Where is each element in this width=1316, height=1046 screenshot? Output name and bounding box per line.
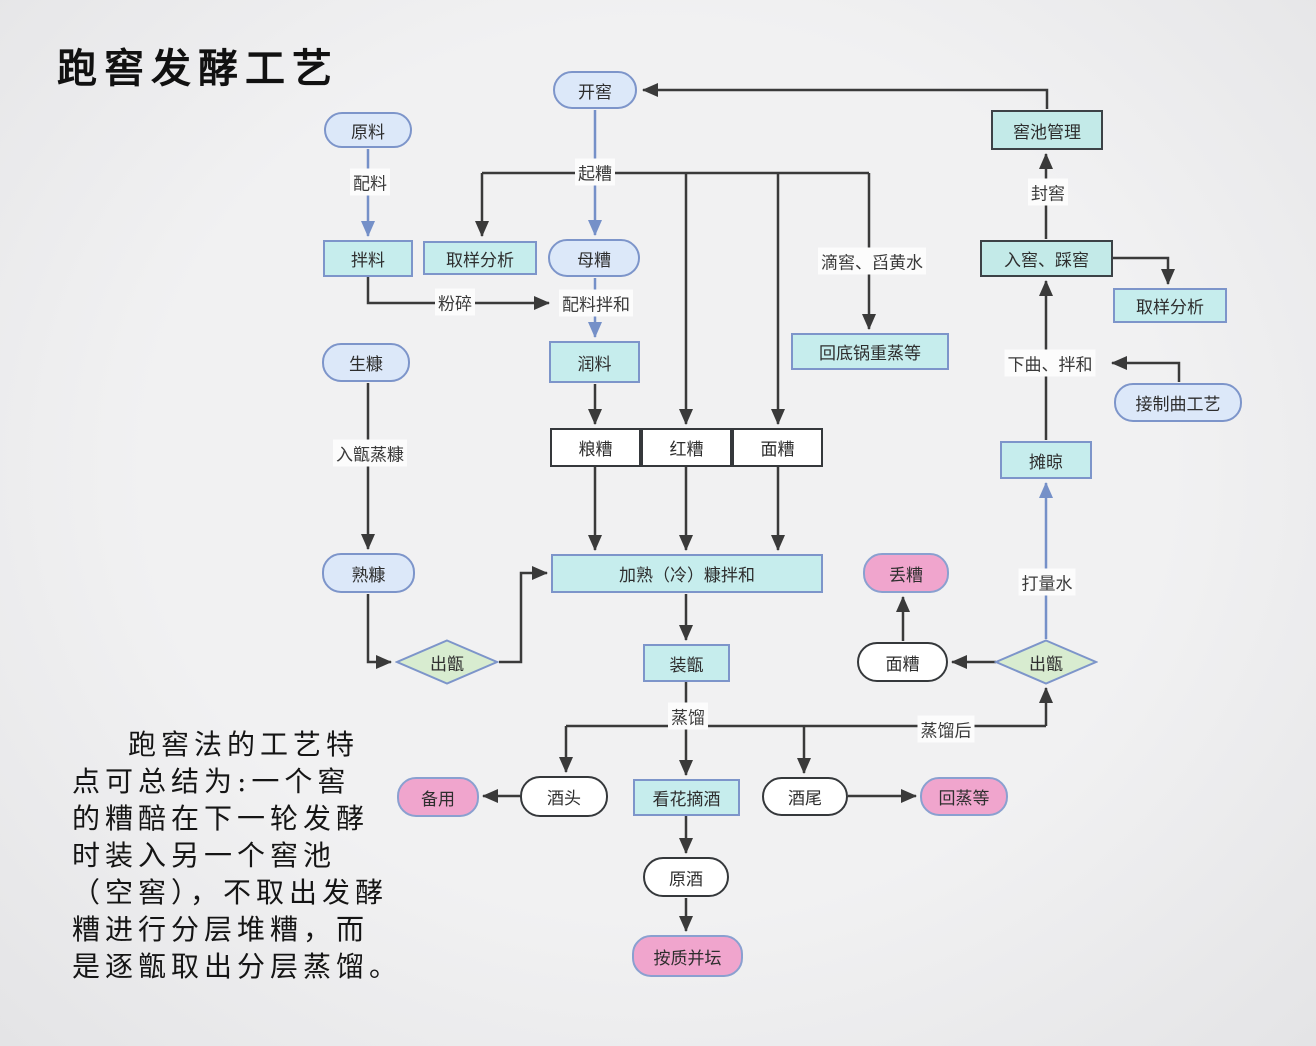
edge-label-ruzhen-zhengkang: 入甑蒸糠 — [333, 439, 407, 467]
node-mianzao-right-label: 面糟 — [885, 654, 920, 674]
edge-label-dijiao: 滴窖、舀黄水 — [818, 247, 926, 275]
edge-label-daliangshui: 打量水 — [1018, 568, 1076, 596]
node-banliao: 拌料 — [323, 240, 413, 277]
note-paragraph: 跑窖法的工艺特 点可总结为:一个窖 的糟醅在下一轮发酵 时装入另一个窖池 （空窖… — [72, 728, 403, 983]
node-kaijiao: 开窖 — [553, 71, 637, 109]
node-huizheng-label: 回蒸等 — [938, 789, 990, 808]
node-yuanjiu: 原酒 — [643, 857, 729, 897]
node-yuanliao-label: 原料 — [351, 122, 385, 142]
node-zhuangzhen: 装甑 — [643, 644, 730, 682]
node-quyang-right-label: 取样分析 — [1136, 298, 1204, 317]
node-jiuwei: 酒尾 — [762, 777, 848, 816]
node-mucao: 母糟 — [548, 239, 640, 277]
node-tanliang-label: 摊晾 — [1029, 452, 1063, 472]
node-kaijiao-label: 开窖 — [578, 82, 612, 102]
edge-label-peiliao: 配料 — [350, 168, 390, 196]
edge-label-zhengliu-hou: 蒸馏后 — [917, 715, 975, 743]
edge-label-zhengliu: 蒸馏 — [668, 702, 708, 730]
node-mianzao-right: 面糟 — [857, 642, 948, 682]
node-shukang: 熟糠 — [322, 553, 415, 593]
edge-banliao-peiliaobanhe — [366, 277, 550, 310]
edge-label-qizao: 起糟 — [575, 158, 615, 186]
node-jiezhiqu: 接制曲工艺 — [1114, 383, 1242, 422]
node-rujiao-caijiao: 入窖、踩窖 — [980, 240, 1113, 277]
node-shukang-label: 熟糠 — [351, 565, 386, 585]
node-huizheng: 回蒸等 — [920, 777, 1008, 816]
node-hongzao-label: 红糟 — [669, 440, 704, 459]
node-chuzhen-right-label: 出甑 — [1029, 654, 1063, 674]
edge-label-xiaqu-banhe: 下曲、拌和 — [1004, 349, 1096, 377]
page-title: 跑窖发酵工艺 — [57, 45, 339, 92]
node-liangzao-label: 粮糟 — [578, 440, 613, 459]
node-kanhua-label: 看花摘酒 — [652, 790, 721, 809]
edge-rujiao-quyangR — [1113, 256, 1175, 285]
node-huidiguo: 回底锅重蒸等 — [791, 333, 949, 370]
diamond-shape — [994, 639, 1098, 685]
diamond-shape — [395, 639, 499, 685]
edge-chuzhenL-jiashu — [499, 566, 548, 664]
node-beiyong: 备用 — [397, 777, 479, 817]
node-tanliang: 摊晾 — [1000, 441, 1092, 479]
node-mucao-label: 母糟 — [577, 250, 611, 270]
node-runliao-label: 润料 — [577, 354, 612, 374]
node-diuzao: 丢糟 — [863, 553, 949, 593]
node-chuzhen-right: 出甑 — [994, 639, 1098, 685]
node-shengkang-label: 生糠 — [349, 355, 383, 374]
edge-jiezhiqu-xiaqu — [1111, 356, 1181, 382]
node-jiashu: 加熟（冷）糠拌和 — [551, 554, 823, 593]
node-quyang-left-label: 取样分析 — [446, 250, 514, 270]
node-yuanliao: 原料 — [324, 112, 412, 148]
node-anzhi-label: 按质并坛 — [653, 948, 722, 968]
edge-label-fensui: 粉碎 — [435, 288, 475, 316]
node-chuzhen-left: 出甑 — [395, 639, 499, 685]
node-kanhua: 看花摘酒 — [633, 779, 740, 816]
node-rujiao-caijiao-label: 入窖、踩窖 — [1004, 251, 1089, 270]
node-hongzao: 红糟 — [641, 428, 732, 467]
node-jiashu-label: 加熟（冷）糠拌和 — [619, 566, 755, 585]
node-runliao: 润料 — [549, 341, 640, 383]
node-huidiguo-label: 回底锅重蒸等 — [819, 344, 921, 363]
node-jiutou: 酒头 — [520, 776, 608, 817]
node-jiaochi-guanli-label: 窖池管理 — [1013, 122, 1081, 142]
node-diuzao-label: 丢糟 — [889, 565, 923, 585]
edge-jiaochi-kaijiao — [642, 83, 1049, 109]
edge-shukang-chuzhenL — [366, 594, 392, 669]
edge-label-peiliao-banhe: 配料拌和 — [559, 289, 633, 317]
node-anzhi: 按质并坛 — [632, 935, 743, 977]
node-quyang-left: 取样分析 — [423, 241, 537, 275]
node-jiezhiqu-label: 接制曲工艺 — [1135, 395, 1221, 414]
node-jiutou-label: 酒头 — [547, 789, 581, 808]
node-mianzao-top: 面糟 — [732, 428, 823, 467]
node-yuanjiu-label: 原酒 — [669, 869, 703, 889]
node-banliao-label: 拌料 — [351, 251, 385, 270]
node-liangzao: 粮糟 — [550, 428, 641, 467]
node-mianzao-top-label: 面糟 — [760, 440, 795, 459]
node-jiuwei-label: 酒尾 — [788, 789, 822, 808]
node-chuzhen-left-label: 出甑 — [430, 654, 464, 674]
node-shengkang: 生糠 — [322, 343, 410, 382]
node-beiyong-label: 备用 — [421, 789, 455, 809]
node-zhuangzhen-label: 装甑 — [669, 655, 704, 675]
node-quyang-right: 取样分析 — [1113, 288, 1227, 323]
edge-label-fengjiao: 封窖 — [1028, 178, 1068, 206]
node-jiaochi-guanli: 窖池管理 — [991, 110, 1103, 150]
